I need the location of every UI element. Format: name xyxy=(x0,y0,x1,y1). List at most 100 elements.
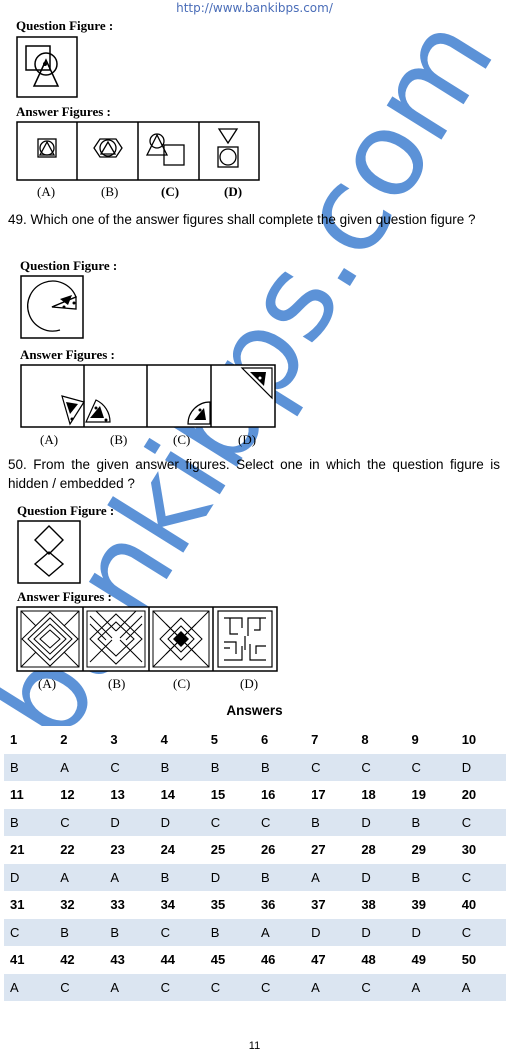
answer-letter: A xyxy=(405,973,456,1001)
q48-question-figure xyxy=(16,36,78,98)
answer-letter: D xyxy=(154,808,205,836)
answer-letter: C xyxy=(54,973,105,1001)
question-number: 45 xyxy=(204,946,255,974)
answer-letter: C xyxy=(305,753,356,781)
question-number: 38 xyxy=(355,891,406,919)
q49-option-b: (B) xyxy=(110,432,128,447)
q50-option-a: (A) xyxy=(38,676,57,691)
question-number: 44 xyxy=(154,946,205,974)
answer-letter: D xyxy=(355,863,406,891)
answer-letter: C xyxy=(254,973,306,1001)
q48-option-a: (A) xyxy=(37,184,56,199)
question-number: 1 xyxy=(4,726,55,754)
question-number: 26 xyxy=(254,836,306,864)
q48-option-c: (C) xyxy=(161,184,180,199)
answer-letter: A xyxy=(104,863,155,891)
answer-letter: D xyxy=(4,863,55,891)
question-number: 47 xyxy=(305,946,356,974)
answer-letter: A xyxy=(305,973,356,1001)
question-number: 9 xyxy=(405,726,456,754)
answer-letter: D xyxy=(305,918,356,946)
answer-letter: B xyxy=(154,753,205,781)
question-number: 7 xyxy=(305,726,356,754)
answer-letter: A xyxy=(305,863,356,891)
q49-answer-label: Answer Figures : xyxy=(20,347,115,362)
answer-letter: C xyxy=(355,753,406,781)
question-number: 15 xyxy=(204,781,255,809)
answer-letter: D xyxy=(455,753,506,781)
question-number: 37 xyxy=(305,891,356,919)
question-number: 14 xyxy=(154,781,205,809)
q50-question-label: Question Figure : xyxy=(17,503,115,518)
question-number: 42 xyxy=(54,946,105,974)
q49-option-d: (D) xyxy=(238,432,257,447)
question-number: 34 xyxy=(154,891,205,919)
answer-letter: B xyxy=(254,863,306,891)
q50-option-d: (D) xyxy=(240,676,259,691)
question-number: 40 xyxy=(455,891,506,919)
question-number: 50 xyxy=(455,946,506,974)
answer-letter: C xyxy=(204,808,255,836)
answer-letter: B xyxy=(405,863,456,891)
question-number: 25 xyxy=(204,836,255,864)
answer-letter: C xyxy=(455,808,506,836)
answer-letter: C xyxy=(254,808,306,836)
question-number: 30 xyxy=(455,836,506,864)
q49-question-figure xyxy=(20,275,84,339)
question-number: 48 xyxy=(355,946,406,974)
question-number: 20 xyxy=(455,781,506,809)
question-number: 31 xyxy=(4,891,55,919)
question-number: 12 xyxy=(54,781,105,809)
answer-letter: C xyxy=(154,973,205,1001)
answer-letter: C xyxy=(54,808,105,836)
q48-answer-label: Answer Figures : xyxy=(16,104,111,119)
answer-letter: B xyxy=(104,918,155,946)
question-number: 3 xyxy=(104,726,155,754)
question-number: 33 xyxy=(104,891,155,919)
answer-letter: B xyxy=(305,808,356,836)
question-number: 18 xyxy=(355,781,406,809)
q50-answer-figures xyxy=(16,606,278,672)
answer-letter: D xyxy=(204,863,255,891)
question-number: 46 xyxy=(254,946,306,974)
header-url[interactable]: http://www.bankibps.com/ xyxy=(176,1,333,15)
q50-option-c: (C) xyxy=(173,676,191,691)
q48-question-label: Question Figure : xyxy=(16,18,114,33)
question-number: 13 xyxy=(104,781,155,809)
answer-letter: B xyxy=(204,753,255,781)
answer-letter: C xyxy=(154,918,205,946)
answer-letter: C xyxy=(4,918,55,946)
question-number: 36 xyxy=(254,891,306,919)
answers-title: Answers xyxy=(226,703,283,718)
question-number: 5 xyxy=(204,726,255,754)
answer-letter: A xyxy=(4,973,55,1001)
answer-letter: A xyxy=(455,973,506,1001)
answer-letter: C xyxy=(104,753,155,781)
question-number: 35 xyxy=(204,891,255,919)
answer-letter: D xyxy=(405,918,456,946)
q50-question-figure xyxy=(17,520,81,584)
question-number: 22 xyxy=(54,836,105,864)
q48-option-b: (B) xyxy=(101,184,119,199)
answer-letter: C xyxy=(455,863,506,891)
answer-letter: A xyxy=(104,973,155,1001)
answer-letter: C xyxy=(204,973,255,1001)
question-number: 19 xyxy=(405,781,456,809)
answer-letter: D xyxy=(104,808,155,836)
question-number: 10 xyxy=(455,726,506,754)
answer-letter: C xyxy=(405,753,456,781)
question-number: 27 xyxy=(305,836,356,864)
answer-letter: A xyxy=(254,918,306,946)
question-number: 4 xyxy=(154,726,205,754)
q50-answer-label: Answer Figures : xyxy=(17,589,112,604)
question-number: 17 xyxy=(305,781,356,809)
answer-letter: D xyxy=(355,808,406,836)
q49-option-a: (A) xyxy=(40,432,59,447)
